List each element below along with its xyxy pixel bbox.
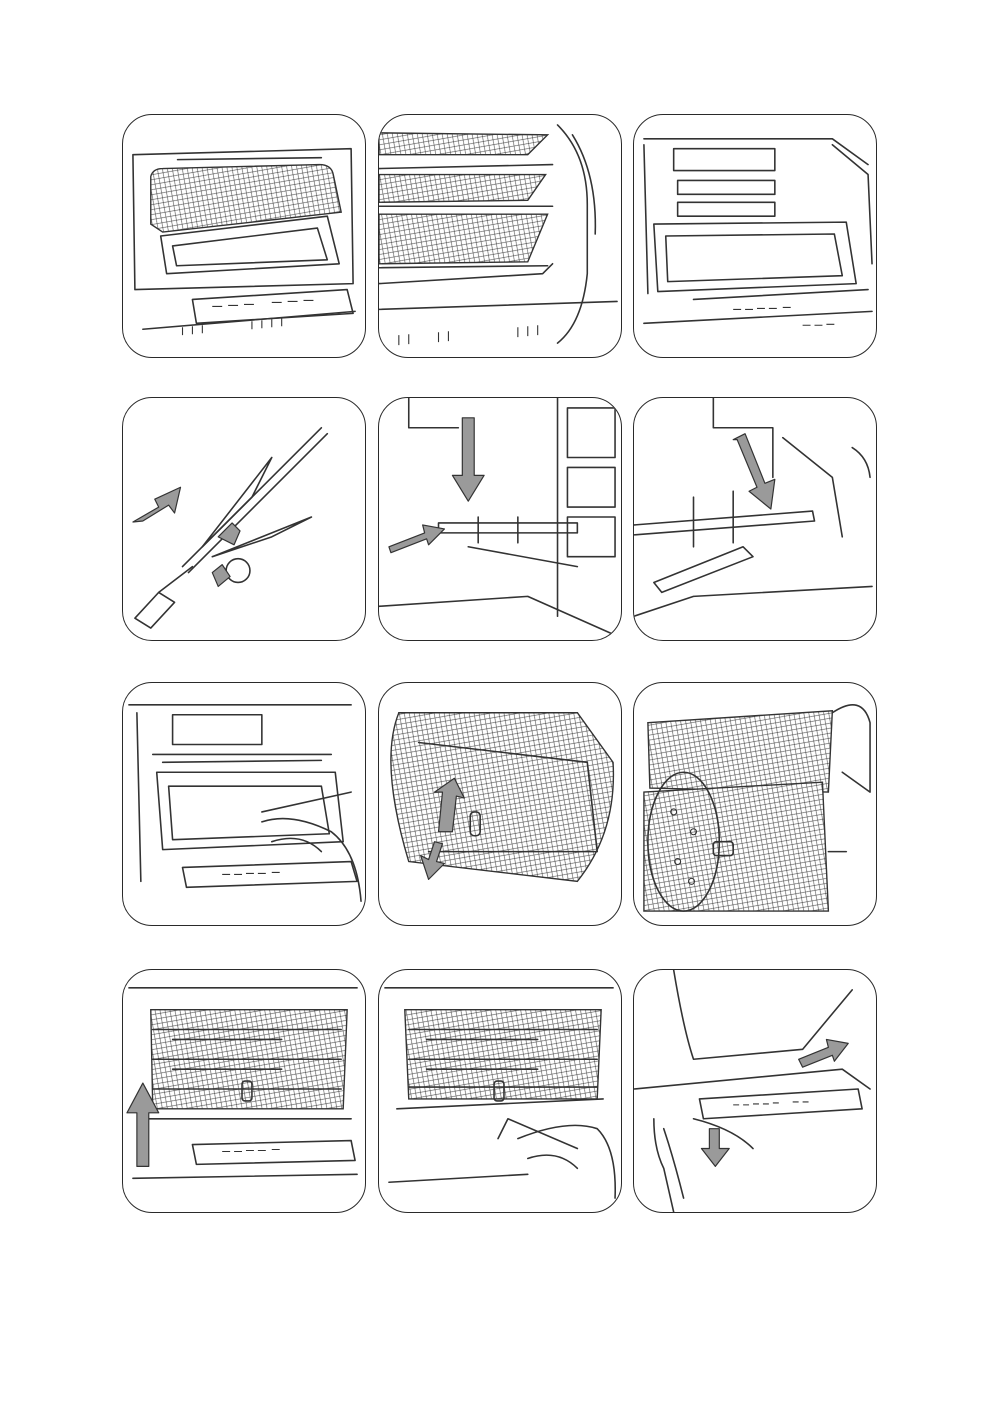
rotisserie-basket-open-icon bbox=[379, 683, 621, 925]
panel-8-basket-open bbox=[378, 682, 622, 926]
panel-1-mesh-tray bbox=[122, 114, 366, 358]
panel-2-multiple-racks bbox=[378, 114, 622, 358]
panel-3-empty-cavity bbox=[633, 114, 877, 358]
spit-insert-left-icon bbox=[379, 398, 621, 640]
spit-inside-oven-icon bbox=[123, 683, 365, 925]
oven-mesh-tray-icon bbox=[123, 115, 365, 357]
rotisserie-basket-door-icon bbox=[634, 683, 876, 925]
basket-insert-oven-icon bbox=[123, 970, 365, 1212]
rotisserie-spit-forks-icon bbox=[123, 398, 365, 640]
oven-empty-cavity-icon bbox=[634, 115, 876, 357]
panel-5-spit-insert-left bbox=[378, 397, 622, 641]
spit-insert-right-icon bbox=[634, 398, 876, 640]
panel-6-spit-insert-right bbox=[633, 397, 877, 641]
panel-12-crumb-tray bbox=[633, 969, 877, 1213]
panel-10-basket-insert bbox=[122, 969, 366, 1213]
panel-4-rotisserie-forks bbox=[122, 397, 366, 641]
panel-9-basket-door bbox=[633, 682, 877, 926]
panel-7-spit-inside-oven bbox=[122, 682, 366, 926]
basket-remove-handle-icon bbox=[379, 970, 621, 1212]
crumb-tray-removal-icon bbox=[634, 970, 876, 1212]
oven-multiple-racks-icon bbox=[379, 115, 621, 357]
panel-11-basket-remove bbox=[378, 969, 622, 1213]
